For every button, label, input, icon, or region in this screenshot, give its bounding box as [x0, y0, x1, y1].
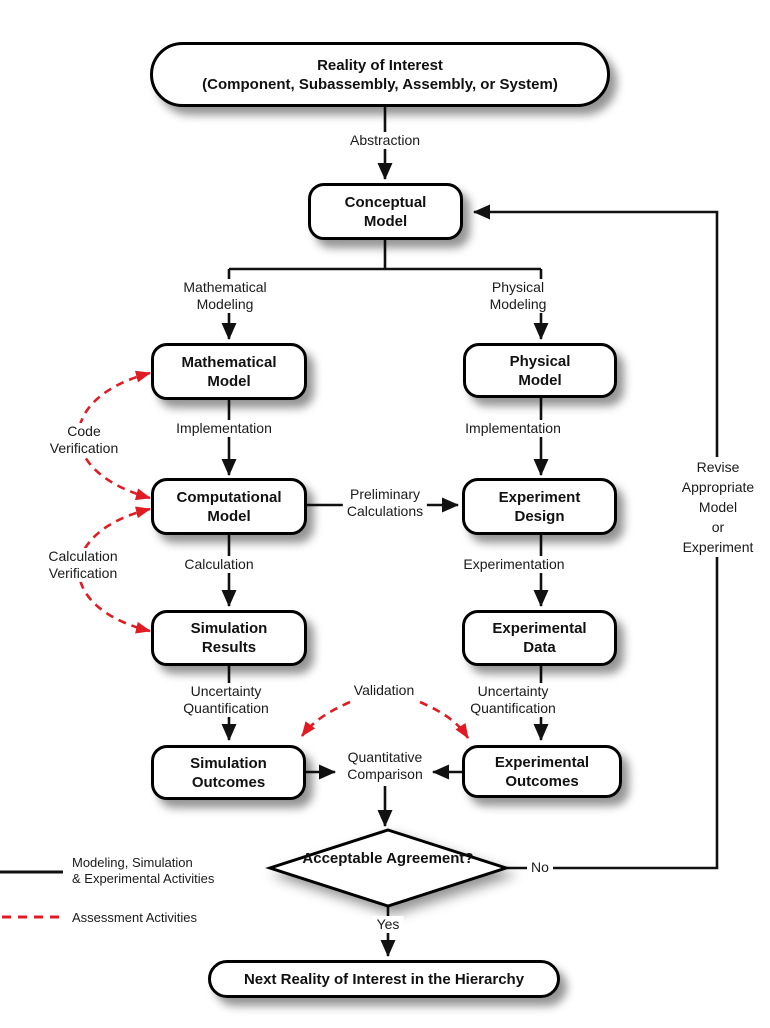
node-computational-model: Computational Model	[151, 478, 307, 535]
edge-label-yes: Yes	[372, 916, 404, 933]
edge-label-uncertainty-quantification-right: Uncertainty Quantification	[466, 683, 560, 717]
edge-label-no: No	[527, 859, 553, 876]
node-experiment-design: Experiment Design	[462, 478, 617, 535]
node-label: Model	[207, 372, 251, 390]
node-simulation-outcomes: Simulation Outcomes	[151, 745, 306, 800]
node-label: Outcomes	[191, 773, 266, 791]
node-label: Conceptual	[344, 193, 427, 211]
legend-dashed-label: Assessment Activities	[72, 910, 197, 925]
node-label: Model	[363, 212, 408, 230]
node-label: Simulation	[190, 620, 268, 637]
node-label: Experimental	[494, 753, 590, 771]
node-reality-of-interest: Reality of Interest (Component, Subassem…	[150, 42, 610, 107]
edge-label-implementation-right: Implementation	[461, 420, 565, 437]
node-mathematical-model: Mathematical Model	[151, 343, 307, 400]
node-label: Simulation	[190, 754, 267, 772]
edge-label-experimentation: Experimentation	[459, 556, 569, 573]
node-label: Design	[514, 507, 565, 525]
node-label: Model	[518, 371, 562, 389]
edge-label-revise: Revise Appropriate Model or Experiment	[677, 457, 759, 557]
edge-label-implementation-left: Implementation	[172, 420, 276, 437]
node-label: Computational	[176, 488, 282, 506]
edge-label-calculation: Calculation	[180, 556, 258, 573]
node-next-reality: Next Reality of Interest in the Hierarch…	[208, 960, 560, 998]
node-experimental-outcomes: Experimental Outcomes	[462, 745, 622, 798]
edge-label-code-verification: Code Verification	[45, 423, 123, 457]
validation-arrow-left	[300, 700, 351, 737]
node-label: Model	[207, 507, 251, 525]
node-label: Next Reality of Interest in the Hierarch…	[243, 970, 525, 988]
node-label: Experiment	[498, 488, 581, 506]
node-label: Acceptable	[302, 850, 383, 867]
node-label: Physical	[509, 352, 571, 370]
node-physical-model: Physical Model	[463, 343, 617, 398]
node-label: Mathematical	[181, 353, 277, 371]
edge-label-preliminary-calculations: Preliminary Calculations	[342, 486, 428, 520]
node-label: Experimental	[492, 620, 587, 637]
node-simulation-results: Simulation Results	[151, 610, 307, 666]
edge-label-uncertainty-quantification-left: Uncertainty Quantification	[179, 683, 273, 717]
node-label: Reality of Interest	[317, 56, 443, 74]
node-label: Results	[201, 639, 257, 656]
edge-label-validation: Validation	[353, 682, 415, 698]
edge-label-quantitative-comparison: Quantitative Comparison	[347, 749, 423, 782]
node-label: Agreement?	[386, 850, 474, 867]
node-acceptable-agreement: Acceptable Agreement?	[302, 849, 473, 868]
node-label: Outcomes	[505, 772, 579, 790]
edge-label-calculation-verification: Calculation Verification	[44, 548, 122, 582]
validation-arrow-right	[419, 700, 470, 739]
node-conceptual-model: Conceptual Model	[308, 183, 463, 240]
node-experimental-data: Experimental Data	[462, 610, 617, 666]
node-label: (Component, Subassembly, Assembly, or Sy…	[202, 75, 558, 93]
edge-label-abstraction: Abstraction	[345, 132, 425, 149]
decision-diamond-shape	[265, 828, 511, 908]
node-label: Data	[523, 639, 556, 656]
edge-label-mathematical-modeling: Mathematical Modeling	[179, 279, 271, 313]
legend-solid-label: Modeling, Simulation & Experimental Acti…	[72, 855, 215, 886]
edge-label-physical-modeling: Physical Modeling	[485, 279, 551, 313]
